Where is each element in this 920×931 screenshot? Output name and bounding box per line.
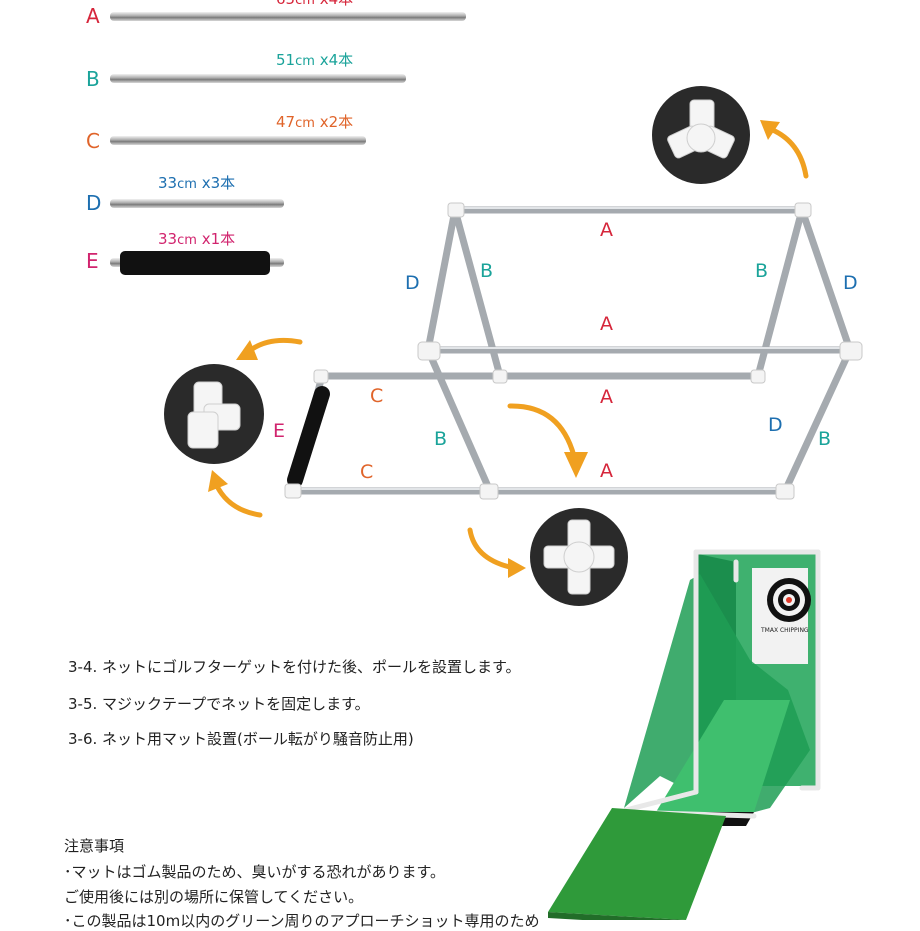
frame-label-b-left-bottom: B bbox=[434, 428, 448, 450]
pole-unit-c: cm bbox=[295, 116, 315, 131]
pole-qty-b: x4本 bbox=[319, 51, 354, 69]
frame-label-b-right-bottom: B bbox=[818, 428, 832, 450]
pole-spec-b: 51cm x4本 bbox=[276, 49, 353, 70]
connector-3way-icon bbox=[667, 99, 735, 159]
frame-label-a-top-front: A bbox=[600, 313, 613, 335]
frame-label-d-right: D bbox=[843, 272, 858, 294]
pole-qty-a: x4本 bbox=[320, 0, 353, 8]
pole-qty-d: x3本 bbox=[201, 174, 236, 192]
product-brand-text: TMAX CHIPPING bbox=[760, 627, 809, 634]
notice-line-2: ご使用後には別の場所に保管してください。 bbox=[64, 888, 364, 906]
pole-letter-b: B bbox=[86, 67, 100, 91]
pole-e-foam-grip bbox=[120, 251, 270, 275]
frame-label-c-bottom: C bbox=[360, 461, 374, 483]
frame-pole-highlights bbox=[291, 207, 851, 490]
frame-label-b-left-top: B bbox=[480, 260, 494, 282]
connector-4way-icon bbox=[543, 519, 615, 595]
pole-unit-b: cm bbox=[295, 54, 315, 69]
notice-title: 注意事項 bbox=[64, 837, 125, 855]
pole-unit-a: cm bbox=[295, 0, 315, 8]
step-3-5: 3-5. マジックテープでネットを固定します。 bbox=[68, 695, 370, 713]
frame-label-a-bottom-front: A bbox=[600, 460, 613, 482]
pole-spec-d: 33cm x3本 bbox=[158, 172, 235, 193]
pole-qty-c: x2本 bbox=[319, 113, 354, 131]
frame-label-a-bottom-back: A bbox=[600, 386, 613, 408]
frame-label-d-left: D bbox=[405, 272, 420, 294]
frame-label-b-right-top: B bbox=[755, 260, 769, 282]
frame-label-a-top-back: A bbox=[600, 219, 613, 241]
frame-foam-bar-e bbox=[287, 386, 330, 488]
pole-d bbox=[110, 199, 284, 208]
product-photo: TMAX CHIPPING bbox=[548, 549, 821, 920]
pole-a bbox=[110, 12, 466, 21]
pole-length-c: 47 bbox=[276, 113, 296, 131]
pole-length-a: 65 bbox=[276, 0, 295, 8]
frame-label-e: E bbox=[273, 420, 286, 442]
pole-letter-c: C bbox=[86, 129, 100, 153]
pole-letter-e: E bbox=[86, 249, 99, 273]
pole-length-d: 33 bbox=[158, 174, 178, 192]
connector-elbow-photo bbox=[164, 364, 264, 464]
pole-unit-e: cm bbox=[177, 233, 197, 248]
connector-4way-photo bbox=[530, 508, 628, 606]
pole-letter-a: A bbox=[86, 4, 100, 28]
connector-elbow-icon bbox=[187, 381, 241, 449]
arrow-heads bbox=[208, 120, 780, 578]
pole-spec-c: 47cm x2本 bbox=[276, 111, 353, 132]
pole-qty-e: x1本 bbox=[201, 230, 236, 248]
notice-line-1: ･マットはゴム製品のため、臭いがする恐れがあります。 bbox=[64, 863, 446, 881]
pole-spec-e: 33cm x1本 bbox=[158, 228, 235, 249]
connector-3way-photo bbox=[652, 86, 750, 184]
pole-length-b: 51 bbox=[276, 51, 296, 69]
frame-label-c-top: C bbox=[370, 385, 384, 407]
pole-letter-d: D bbox=[86, 191, 102, 215]
step-3-4: 3-4. ネットにゴルフターゲットを付けた後、ポールを設置します。 bbox=[68, 658, 521, 676]
pole-length-e: 33 bbox=[158, 230, 178, 248]
pole-unit-d: cm bbox=[177, 177, 197, 192]
step-3-6: 3-6. ネット用マット設置(ボール転がり騒音防止用) bbox=[68, 730, 414, 748]
pole-c bbox=[110, 136, 366, 145]
notice-line-3: ･この製品は10m以内のグリーン周りのアプローチショット専用のため bbox=[64, 912, 540, 930]
pole-b bbox=[110, 74, 406, 83]
pole-spec-a: 65cm x4本 bbox=[276, 0, 353, 9]
frame-joints bbox=[284, 202, 863, 500]
frame-label-d-back: D bbox=[768, 414, 783, 436]
